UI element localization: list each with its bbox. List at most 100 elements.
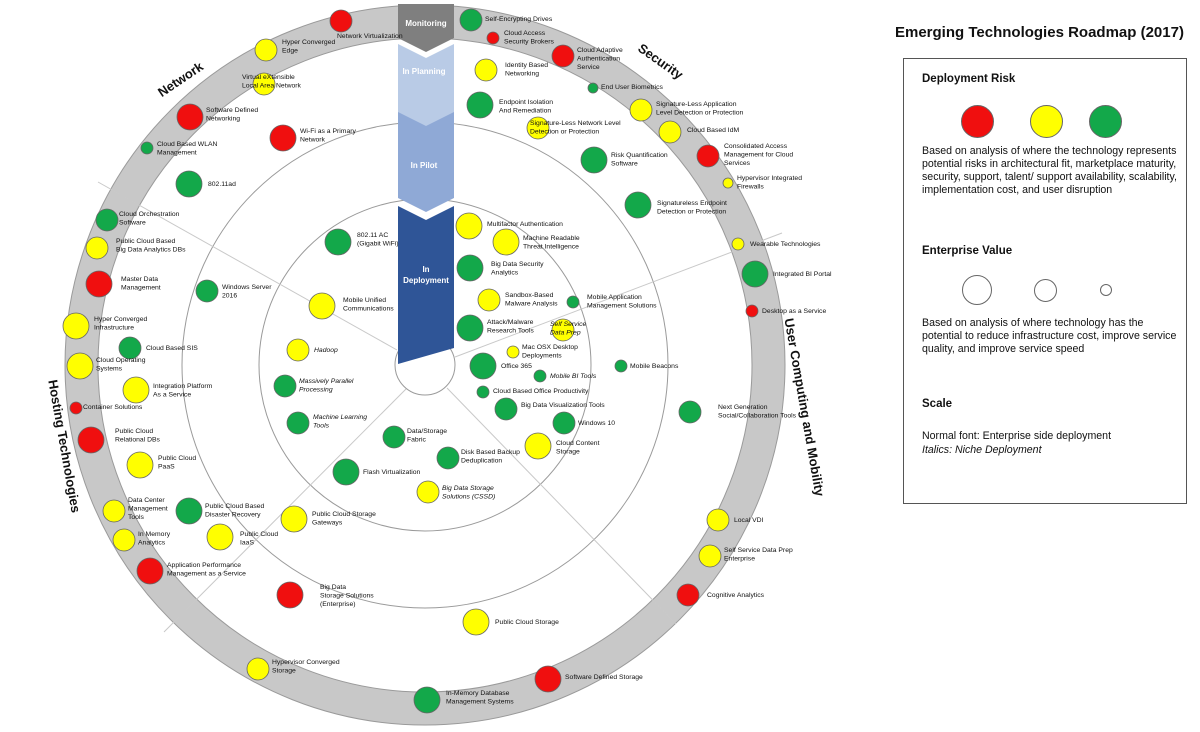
cloud-based-sis-bubble — [118, 336, 142, 360]
802-11-ac-gigabit-wifi-label: 802.11 AC(Gigabit WiFi) — [357, 232, 399, 247]
sector-divider-upper-left — [97, 181, 398, 351]
cloud-based-idm-label-line: Cloud Based IdM — [687, 127, 739, 134]
machine-learning-tools-label-line: Machine Learning — [313, 414, 367, 421]
public-cloud-relational-dbs-bubble — [77, 426, 105, 454]
disk-based-backup-deduplication-bubble — [436, 446, 460, 470]
mobile-application-management-solutions-label-line: Management Solutions — [587, 302, 657, 309]
cloud-orchestration-software-bubble — [95, 208, 119, 232]
sector-label-security: Security — [635, 40, 686, 82]
network-virtualization-bubble — [329, 9, 353, 33]
self-service-data-prep-bubble — [551, 318, 575, 342]
legend-value-large-dot — [962, 275, 992, 305]
big-data-security-analytics-label-line: Analytics — [491, 269, 519, 276]
endpoint-isolation-and-remediation-bubble — [466, 91, 494, 119]
data-storage-fabric-label-line: Fabric — [407, 436, 426, 443]
network-virtualization-label-line: Network Virtualization — [337, 33, 403, 40]
public-cloud-based-big-data-analytics-dbs-bubble — [85, 236, 109, 260]
flash-virtualization-label-line: Flash Virtualization — [363, 469, 421, 476]
endpoint-isolation-and-remediation-label-line: Endpoint Isolation — [499, 99, 553, 106]
signatureless-endpoint-detection-or-protection-bubble — [624, 191, 652, 219]
end-user-biometrics-label-line: End User Biometrics — [601, 84, 664, 91]
wi-fi-as-a-primary-network-bubble — [269, 124, 297, 152]
windows-10-bubble — [552, 411, 576, 435]
wi-fi-as-a-primary-network-label-line: Wi-Fi as a Primary — [300, 128, 356, 135]
mac-osx-desktop-deployments-label-line: Deployments — [522, 352, 562, 359]
disk-based-backup-deduplication-label-line: Disk Based Backup — [461, 449, 520, 456]
end-user-biometrics-label: End User Biometrics — [601, 84, 664, 91]
public-cloud-paas-label-line: Public Cloud — [158, 455, 196, 462]
802-11-ac-gigabit-wifi-label-line: (Gigabit WiFi) — [357, 240, 399, 247]
cloud-based-idm-label: Cloud Based IdM — [687, 127, 739, 134]
legend-risk-heading: Deployment Risk — [922, 73, 1016, 85]
big-data-storage-solutions-cssd-label-line: Big Data Storage — [442, 485, 494, 492]
802-11-ac-gigabit-wifi-label-line: 802.11 AC — [357, 232, 388, 239]
public-cloud-storage-gateways-bubble — [280, 505, 308, 533]
software-defined-storage-bubble — [534, 665, 562, 693]
signature-less-network-level-detection-or-protection-label-line: Signature-Less Network Level — [530, 120, 621, 127]
data-center-management-tools-label-line: Data Center — [128, 497, 165, 504]
cloud-access-security-brokers-label-line: Cloud Access — [504, 30, 546, 37]
mobile-unified-communications-label-line: Communications — [343, 305, 394, 312]
sector-divider-right — [454, 232, 783, 358]
software-defined-networking-bubble — [176, 103, 204, 131]
signature-less-network-level-detection-or-protection-bubble — [526, 116, 550, 140]
multifactor-authentication-label: Multifactor Authentication — [487, 221, 563, 228]
public-cloud-based-disaster-recovery-label-line: Disaster Recovery — [205, 511, 261, 518]
local-vdi-bubble — [706, 508, 730, 532]
public-cloud-iaas-bubble — [206, 523, 234, 551]
big-data-storage-solutions-cssd-label-line: Solutions (CSSD) — [442, 493, 495, 500]
software-defined-networking-label-line: Networking — [206, 115, 240, 122]
legend-risk-yellow-dot — [1030, 105, 1063, 138]
attack-malware-research-tools-label-line: Attack/Malware — [487, 319, 534, 326]
in-memory-database-management-systems-label-line: Management Systems — [446, 698, 514, 705]
hypervisor-converged-storage-label-line: Hypervisor Converged — [272, 659, 340, 666]
hyper-converged-infrastructure-label-line: Infrastructure — [94, 324, 134, 331]
application-performance-management-as-a-service-label-line: Management as a Service — [167, 570, 246, 577]
office-365-label-line: Office 365 — [501, 363, 532, 370]
802-11ad-label: 802.11ad — [208, 181, 236, 188]
cloud-access-security-brokers-label-line: Security Brokers — [504, 38, 554, 45]
self-service-data-prep-enterprise-label-line: Enterprise — [724, 555, 755, 562]
big-data-security-analytics-label-line: Big Data Security — [491, 261, 544, 268]
risk-quantification-software-label-line: Risk Quantification — [611, 152, 668, 159]
hypervisor-integrated-firewalls-label-line: Firewalls — [737, 183, 764, 190]
integration-platform-as-a-service-label-line: As a Service — [153, 391, 191, 398]
self-encrypting-drives-label-line: Self-Encrypting Drives — [485, 16, 553, 23]
application-performance-management-as-a-service-label-line: Application Performance — [167, 562, 241, 569]
integrated-bi-portal-label: Integrated BI Portal — [773, 271, 832, 278]
legend-box: Deployment Risk Based on analysis of whe… — [903, 58, 1187, 504]
big-data-storage-solutions-enterprise-label-line: Storage Solutions — [320, 592, 374, 599]
hypervisor-converged-storage-bubble — [246, 657, 270, 681]
cloud-based-office-productivity-label-line: Cloud Based Office Productivity — [493, 388, 589, 395]
integrated-bi-portal-bubble — [741, 260, 769, 288]
signature-less-application-level-detection-or-protection-label-line: Signature-Less Application — [656, 101, 737, 108]
legend-scale-normal: Normal font: Enterprise side deployment — [922, 430, 1112, 442]
cognitive-analytics-label-line: Cognitive Analytics — [707, 592, 765, 599]
in-memory-analytics-label-line: Analytics — [138, 539, 166, 546]
stage-label-deployment-1: In — [422, 265, 429, 274]
legend-scale-italic: Italics: Niche Deployment — [922, 444, 1042, 456]
mobile-application-management-solutions-label-line: Mobile Application — [587, 294, 642, 301]
master-data-management-label-line: Management — [121, 284, 161, 291]
public-cloud-iaas-label-line: IaaS — [240, 539, 254, 546]
consolidated-access-management-for-cloud-services-label-line: Management for Cloud — [724, 151, 793, 158]
identity-based-networking-bubble — [474, 58, 498, 82]
in-memory-database-management-systems-bubble — [413, 686, 441, 714]
big-data-storage-solutions-enterprise-label-line: (Enterprise) — [320, 601, 356, 608]
mac-osx-desktop-deployments-label-line: Mac OSX Desktop — [522, 344, 578, 351]
cloud-based-wlan-management-label-line: Cloud Based WLAN — [157, 141, 218, 148]
